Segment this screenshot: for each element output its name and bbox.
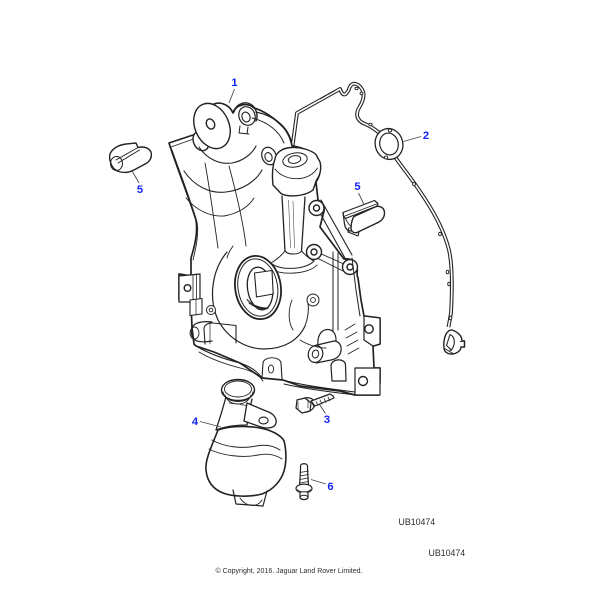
- svg-text:UB10474: UB10474: [399, 517, 436, 527]
- svg-text:© Copyright, 2016. Jaguar Land: © Copyright, 2016. Jaguar Land Rover Lim…: [216, 567, 363, 575]
- svg-text:4: 4: [192, 416, 199, 428]
- svg-text:3: 3: [324, 414, 330, 426]
- svg-text:5: 5: [354, 181, 360, 193]
- svg-text:1: 1: [231, 77, 237, 89]
- svg-text:UB10474: UB10474: [429, 548, 466, 558]
- svg-text:5: 5: [137, 184, 143, 196]
- svg-text:6: 6: [327, 481, 333, 493]
- svg-text:2: 2: [423, 130, 429, 142]
